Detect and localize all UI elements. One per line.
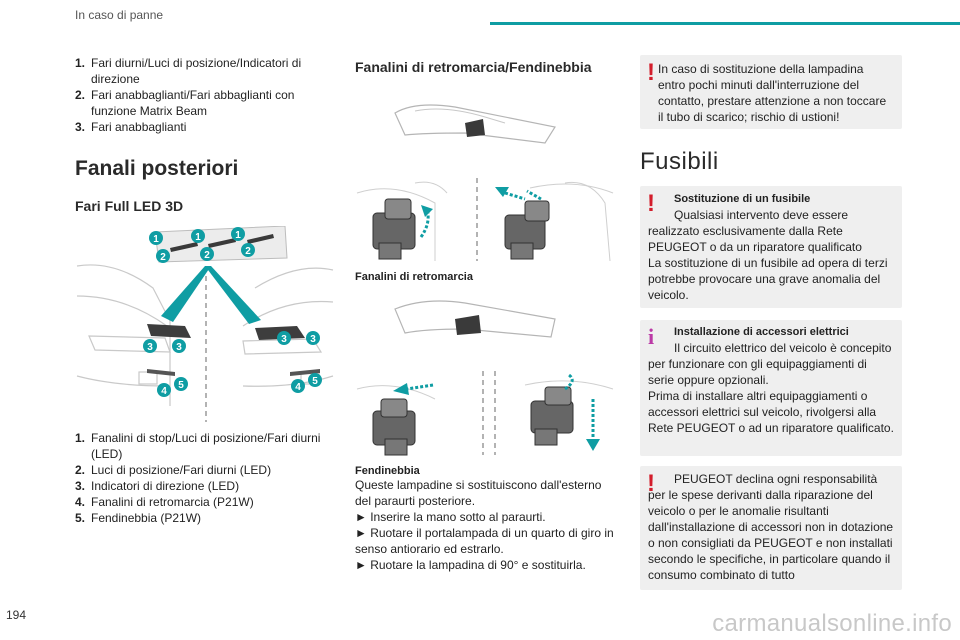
svg-text:5: 5: [312, 376, 318, 387]
callout-3: 3: [277, 331, 291, 345]
list-item: 5.Fendinebbia (P21W): [75, 511, 202, 525]
fog-caption: Fendinebbia: [355, 465, 420, 477]
list-item: 4.Fanalini di retromarcia (P21W): [75, 495, 254, 509]
svg-text:5: 5: [178, 380, 184, 391]
info-text: Prima di installare altri equipaggiament…: [648, 389, 894, 435]
warning-icon: !: [647, 59, 655, 86]
list-item: 3.Indicatori di direzione (LED): [75, 479, 240, 493]
rear-lights-heading: Fanali posteriori: [75, 157, 239, 180]
svg-text:4: 4: [161, 386, 167, 397]
warning-text: Qualsiasi intervento deve essere realizz…: [648, 208, 862, 254]
liability-text: PEUGEOT declina ogni responsabilità per …: [648, 472, 894, 582]
list-item: 2.Luci di posizione/Fari diurni (LED): [75, 463, 272, 477]
callout-4: 4: [157, 383, 171, 397]
step-item: ► Inserire la mano sotto al paraurti.: [355, 510, 546, 524]
svg-text:3: 3: [281, 334, 287, 345]
list-item: 1.Fari diurni/Luci di posizione/Indicato…: [75, 56, 302, 86]
step-item: ► Ruotare la lampadina di 90° e sostitui…: [355, 558, 586, 572]
svg-text:1: 1: [153, 234, 159, 245]
list-item: 2.Fari anabbaglianti/Fari abbaglianti co…: [75, 88, 295, 118]
page-number: 194: [6, 608, 27, 622]
warning-title: Sostituzione di un fusibile: [674, 193, 811, 205]
column-middle: Fanalini di retromarcia/Fendinebbia: [355, 55, 615, 573]
front-lights-list: 1.Fari diurni/Luci di posizione/Indicato…: [75, 55, 335, 135]
step-item: ► Ruotare il portalampada di un quarto d…: [355, 526, 614, 556]
svg-text:4: 4: [295, 382, 301, 393]
rear-lights-diagram: 1 1 1 2 2 2 3 3 3 3 4 5 4 5: [75, 225, 335, 422]
svg-text:1: 1: [195, 232, 201, 243]
svg-text:3: 3: [176, 342, 182, 353]
callout-4: 4: [291, 379, 305, 393]
callout-5: 5: [174, 377, 188, 391]
header-bar: [490, 22, 960, 25]
callout-3: 3: [306, 331, 320, 345]
callout-2: 2: [156, 249, 170, 263]
section-title: In caso di panne: [75, 8, 164, 22]
warning-text: La sostituzione di un fusibile ad opera …: [648, 256, 888, 302]
svg-text:3: 3: [310, 334, 316, 345]
reverse-lamp-illustration: [356, 104, 614, 262]
svg-text:2: 2: [245, 246, 251, 257]
svg-text:3: 3: [147, 342, 153, 353]
reverse-light-diagram: [355, 83, 615, 263]
fog-description: Queste lampadine si sostituiscono dall'e…: [355, 478, 602, 508]
svg-text:2: 2: [204, 250, 210, 261]
fuse-replacement-warning: ! Sostituzione di un fusibile Qualsiasi …: [640, 186, 902, 308]
warning-icon: !: [647, 470, 655, 497]
accessories-info-box: i Installazione di accessori elettrici I…: [640, 320, 902, 456]
full-led-subheading: Fari Full LED 3D: [75, 198, 184, 214]
fog-light-diagram: [355, 289, 615, 459]
callout-1: 1: [149, 231, 163, 245]
callout-1: 1: [191, 229, 205, 243]
info-title: Installazione di accessori elettrici: [674, 326, 849, 338]
svg-text:1: 1: [235, 230, 241, 241]
callout-2: 2: [200, 247, 214, 261]
info-icon: i: [648, 324, 655, 349]
fog-lamp-illustration: [356, 300, 614, 456]
watermark: carmanualsonline.info: [712, 610, 952, 637]
callout-2: 2: [241, 243, 255, 257]
callout-1: 1: [231, 227, 245, 241]
list-item: 3.Fari anabbaglianti: [75, 120, 187, 134]
callout-layer: 1 1 1 2 2 2 3 3 3 3 4 5 4 5: [143, 227, 322, 397]
burn-warning-text: In caso di sostituzione della lampadina …: [658, 62, 887, 124]
rear-lights-list: 1.Fanalini di stop/Luci di posizione/Far…: [75, 430, 335, 526]
svg-text:2: 2: [160, 252, 166, 263]
column-left: 1.Fari diurni/Luci di posizione/Indicato…: [75, 55, 335, 526]
burn-warning-box: ! In caso di sostituzione della lampadin…: [640, 55, 902, 129]
list-item: 1.Fanalini di stop/Luci di posizione/Far…: [75, 431, 321, 461]
reverse-caption: Fanalini di retromarcia: [355, 271, 473, 283]
callout-3: 3: [172, 339, 186, 353]
warning-icon: !: [647, 190, 655, 217]
callout-5: 5: [308, 373, 322, 387]
liability-warning-box: ! PEUGEOT declina ogni responsabilità pe…: [640, 466, 902, 590]
callout-3: 3: [143, 339, 157, 353]
reverse-fog-heading: Fanalini di retromarcia/Fendinebbia: [355, 59, 592, 75]
info-text: Il circuito elettrico del veicolo è conc…: [648, 341, 892, 387]
fuses-heading: Fusibili: [640, 148, 719, 175]
